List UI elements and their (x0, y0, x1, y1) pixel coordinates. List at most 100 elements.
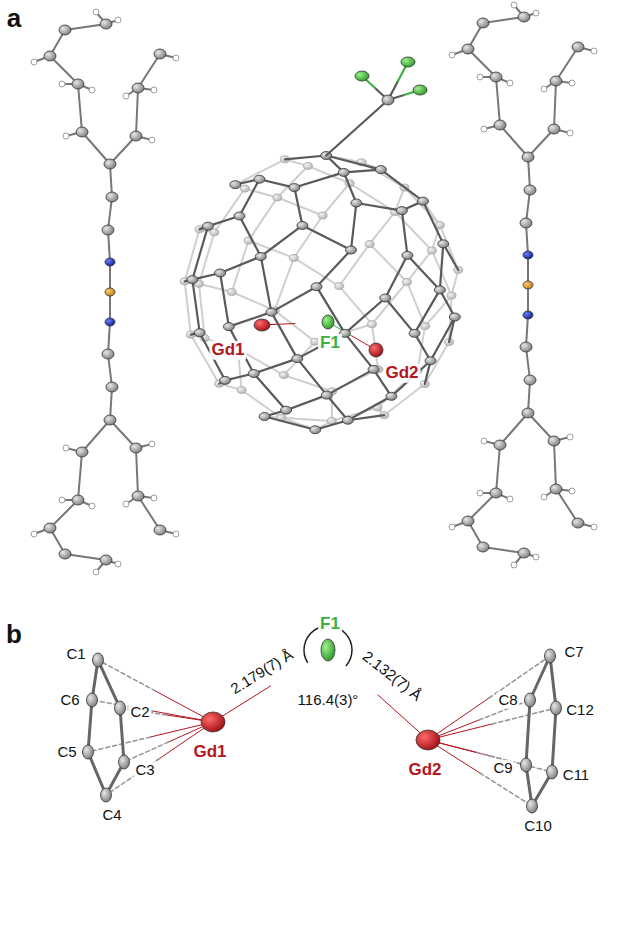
cage-atom (409, 329, 420, 337)
molecule-bond (527, 285, 529, 315)
coordination-dash (98, 660, 213, 722)
carbon-atom (551, 701, 562, 715)
cage-bond-back (199, 284, 232, 292)
molecule-bond (78, 84, 82, 132)
carbon-atom (550, 76, 562, 86)
cage-bond-back (185, 281, 191, 334)
cage-bond-back (235, 159, 285, 184)
hydrogen-atom (63, 133, 69, 139)
carbon-atom (548, 436, 560, 446)
hydrogen-atom (149, 137, 155, 143)
cage-atom-back (367, 321, 376, 328)
cage-atom (402, 251, 413, 259)
cage-atom (311, 283, 322, 291)
cage-bond-front (423, 201, 443, 244)
f-atom (322, 315, 334, 329)
atom-label: Gd1 (209, 341, 246, 360)
porphyrin-left (31, 9, 179, 575)
carbon-atom (520, 342, 532, 352)
atom-label: C9 (491, 760, 514, 777)
nitrogen-atom (523, 251, 533, 259)
cage-atom (351, 199, 362, 207)
carbon-atom (524, 375, 536, 385)
cage-bond-front (344, 172, 357, 203)
gd-atom (369, 343, 383, 357)
carbon-atom (104, 415, 116, 425)
cage-atom (434, 286, 445, 294)
f-atom (401, 57, 415, 67)
cage-atom-back (240, 185, 249, 192)
molecule-bond (136, 88, 138, 136)
atom-label: C2 (128, 704, 151, 721)
gd2f-cluster (254, 315, 383, 357)
carbon-atom (44, 51, 56, 61)
panel-a-illustration (31, 2, 597, 575)
hydrogen-atom (507, 80, 513, 86)
coordination-dash (428, 740, 532, 806)
atom-label: C11 (561, 767, 591, 784)
hydrogen-atom (541, 86, 547, 92)
molecule-bond (527, 255, 529, 285)
cage-bond-front (229, 312, 272, 327)
atom-label: C1 (64, 646, 87, 663)
gd-atom (201, 712, 225, 732)
carbon-atom (130, 443, 142, 453)
hydrogen-atom (541, 494, 547, 500)
atom-label: C7 (562, 644, 585, 661)
atom-label: C10 (522, 818, 554, 835)
carbon-atom (545, 649, 556, 663)
molecule-bond (468, 49, 496, 77)
cage-atom-back (335, 283, 344, 290)
carbon-atom (518, 548, 530, 558)
carbon-atom (87, 693, 98, 707)
ring-bond (550, 656, 556, 708)
cage-atom-back (365, 240, 374, 247)
c-c-bond (326, 100, 388, 156)
atom-label: Gd2 (383, 364, 420, 383)
carbon-atom (550, 484, 562, 494)
cage-bond-back (277, 166, 308, 198)
carbon-atom (494, 440, 506, 450)
carbon-atom (490, 72, 502, 82)
carbon-atom (572, 518, 584, 528)
cage-bond-back (370, 212, 395, 244)
cage-bond-front (385, 298, 414, 333)
molecule-bond (496, 445, 500, 493)
carbon-atom (76, 127, 88, 137)
carbon-atom (72, 79, 84, 89)
cage-bond-front (220, 273, 229, 327)
molecule-bond (500, 125, 528, 157)
cage-front (185, 152, 461, 434)
coordination-dash (492, 708, 556, 724)
molecule-bond (138, 54, 160, 88)
cage-bond-front (345, 333, 374, 369)
carbon-atom (572, 42, 584, 52)
cage-back (180, 156, 463, 430)
cage-bond-front (381, 170, 423, 202)
cage-atom (417, 197, 428, 205)
atom-label: C8 (496, 692, 519, 709)
cage-atom (375, 166, 386, 174)
carbon-atom (101, 788, 112, 802)
cage-atom (202, 222, 213, 230)
f-atom (321, 639, 335, 661)
cage-atom (396, 207, 407, 215)
molecule-bond (50, 56, 78, 84)
molecule-bond (496, 77, 500, 125)
hydrogen-atom (151, 87, 157, 93)
hydrogen-atom (115, 561, 121, 567)
porphyrin-right (449, 2, 597, 568)
carbon-atom (83, 745, 94, 759)
molecule-bond (109, 262, 111, 292)
carbon-atom (547, 765, 558, 779)
cage-bond-front (261, 225, 303, 256)
cage-atom (248, 370, 259, 378)
cage-bond-front (192, 226, 208, 279)
cage-bond-front (317, 250, 351, 287)
cage-bond-back (425, 296, 451, 327)
hydrogen-atom (591, 524, 597, 530)
cage-bond-back (384, 384, 425, 415)
